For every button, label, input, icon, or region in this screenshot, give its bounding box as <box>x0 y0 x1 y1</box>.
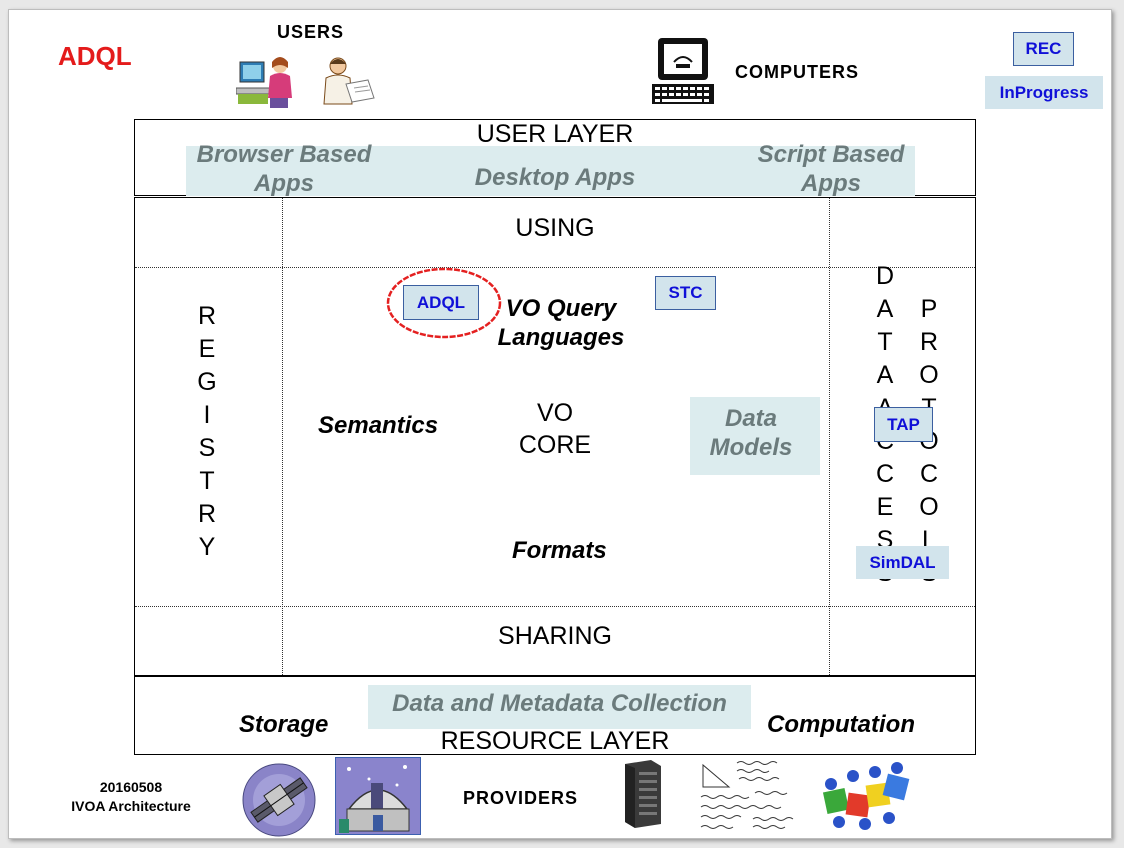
browser-apps-label: Browser Based Apps <box>196 141 372 197</box>
data-access-letter: C <box>875 460 895 488</box>
resource-layer-title: RESOURCE LAYER <box>440 727 670 755</box>
protocols-letter: C <box>919 460 939 488</box>
footer-subtitle: IVOA Architecture <box>71 798 191 814</box>
data-access-letter: D <box>875 262 895 290</box>
stc-badge[interactable]: STC <box>655 276 716 310</box>
registry-letter: R <box>197 500 217 528</box>
server-tower-icon <box>625 760 661 828</box>
registry-letter: R <box>197 302 217 330</box>
vo-core-line2: CORE <box>518 431 592 459</box>
protocols-letter: O <box>919 493 939 521</box>
user-layer-title: USER LAYER <box>476 120 634 148</box>
footer-date: 20160508 <box>99 779 163 795</box>
vo-core-label: VO CORE <box>495 397 615 461</box>
slide-title: ADQL <box>58 41 132 71</box>
using-label: USING <box>515 214 595 242</box>
registry-letter: I <box>203 401 211 429</box>
data-models-band <box>690 397 820 475</box>
simdal-badge[interactable]: SimDAL <box>856 546 949 579</box>
registry-letter: G <box>197 368 217 396</box>
rec-badge: REC <box>1013 32 1074 66</box>
satellite-icon <box>242 763 316 837</box>
slide: ADQL USERS COMPUTERS REC InProgress <box>8 9 1112 839</box>
core-box <box>134 197 976 676</box>
adql-badge[interactable]: ADQL <box>403 285 479 320</box>
vo-query-languages-label: VO Query Languages <box>497 295 625 351</box>
collection-label: Data and Metadata Collection <box>392 690 727 717</box>
user-at-computer-icon <box>236 57 292 108</box>
user-apps-band <box>186 146 915 196</box>
adql-highlight-ring <box>386 267 502 339</box>
registry-letter: Y <box>198 533 216 561</box>
registry-letter: T <box>199 467 215 495</box>
protocols-letter: O <box>919 361 939 389</box>
script-apps-label: Script Based Apps <box>757 141 905 197</box>
desktop-apps-label: Desktop Apps <box>474 164 636 191</box>
data-access-letter: T <box>877 328 893 356</box>
equations-icon <box>697 757 805 831</box>
formats-label: Formats <box>512 537 607 564</box>
core-divider-right <box>829 198 830 675</box>
computation-label: Computation <box>767 711 915 738</box>
users-label: USERS <box>277 22 345 42</box>
computers-label: COMPUTERS <box>735 62 860 82</box>
using-divider <box>135 267 975 268</box>
observatory-icon <box>335 757 421 835</box>
tap-badge[interactable]: TAP <box>874 407 933 442</box>
data-models-label: Data Models <box>709 405 793 461</box>
data-access-letter: A <box>876 361 894 389</box>
vo-core-line1: VO <box>536 399 574 427</box>
protocols-letter: R <box>919 328 939 356</box>
computer-terminal-icon <box>652 38 714 104</box>
resource-layer-box <box>134 676 976 755</box>
registry-letter: S <box>198 434 216 462</box>
registry-letter: E <box>198 335 216 363</box>
user-reading-icon <box>323 57 375 105</box>
puzzle-team-icon <box>822 762 910 830</box>
protocols-letter: P <box>920 295 938 323</box>
sharing-divider <box>135 606 975 607</box>
footer-meta: 20160508 IVOA Architecture <box>49 778 213 816</box>
providers-label: PROVIDERS <box>463 788 579 808</box>
semantics-label: Semantics <box>318 412 439 439</box>
sharing-label: SHARING <box>498 622 612 650</box>
data-access-letter: E <box>876 493 894 521</box>
storage-label: Storage <box>239 711 329 738</box>
data-access-letter: A <box>876 295 894 323</box>
inprogress-badge: InProgress <box>985 76 1103 109</box>
collection-band <box>368 685 751 729</box>
core-divider-left <box>282 198 283 675</box>
